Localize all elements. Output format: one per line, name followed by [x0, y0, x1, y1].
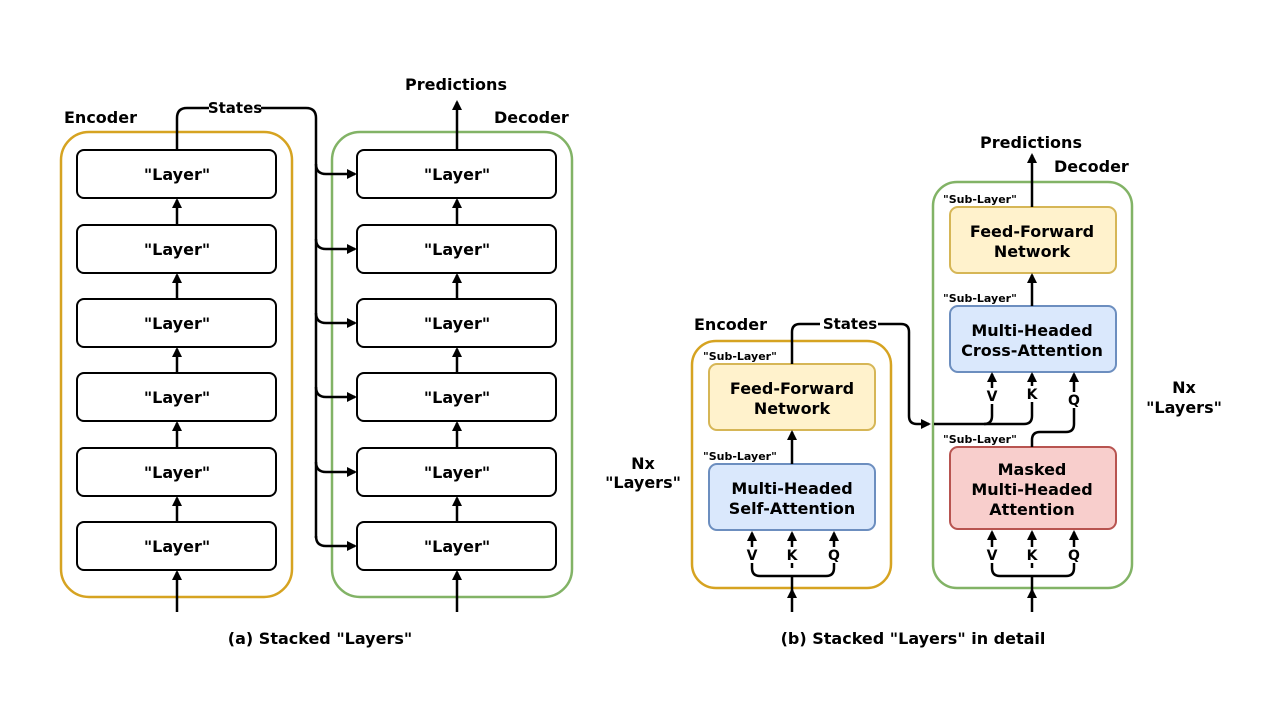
layer-label: "Layer": [144, 165, 210, 184]
v-label: V: [987, 548, 998, 564]
q-arrow: [1030, 372, 1079, 447]
v-label-bg: [983, 547, 1001, 563]
decoder-input-b: V K Q: [983, 530, 1083, 612]
layers-label-right: "Layers": [1146, 398, 1222, 417]
decoder-layers-a: [356, 149, 557, 571]
nx-label-right: Nx: [1172, 378, 1196, 397]
masked-attention-label: Multi-Headed: [971, 480, 1092, 499]
states-branch-arrow: [314, 163, 357, 179]
encoder-ffn-label: Network: [754, 399, 831, 418]
states-branch-arrow: [314, 461, 357, 477]
states-fan: [934, 412, 1034, 426]
nx-label-left: Nx: [631, 454, 655, 473]
encoder-label: Encoder: [64, 108, 137, 127]
q-label: Q: [1068, 548, 1080, 564]
layer-label: "Layer": [424, 388, 490, 407]
k-label-bg: [1023, 547, 1041, 563]
sublayer-tag: "Sub-Layer": [703, 450, 777, 463]
k-label: K: [1027, 548, 1039, 564]
states-branches-a: [314, 163, 357, 551]
layer-label: "Layer": [144, 388, 210, 407]
sublayer-tag: "Sub-Layer": [943, 193, 1017, 206]
q-label-bg: [1065, 547, 1083, 563]
states-label: States: [208, 99, 262, 117]
cross-attention-label: Cross-Attention: [961, 341, 1103, 360]
self-attention-label: Self-Attention: [729, 499, 856, 518]
encoder-ffn-label: Feed-Forward: [730, 379, 854, 398]
states-branch-arrow: [314, 312, 357, 328]
k-label: K: [787, 548, 799, 564]
layer-label: "Layer": [144, 463, 210, 482]
states-label-bg: [820, 316, 878, 332]
k-label-bg: [1023, 386, 1041, 402]
encoder-input-b: V K Q: [743, 531, 843, 612]
masked-attention-label: Attention: [989, 500, 1074, 519]
states-branch-arrow: [314, 535, 357, 551]
k-label: K: [1027, 387, 1039, 403]
states-connector-b: [790, 322, 931, 429]
predictions-label: Predictions: [405, 75, 507, 94]
layer-label: "Layer": [144, 314, 210, 333]
decoder-ffn-label: Network: [994, 242, 1071, 261]
panel-b: Feed-Forward Network Multi-Headed Self-A…: [605, 133, 1222, 648]
v-label-bg: [743, 547, 761, 563]
masked-attention-label: Masked: [998, 460, 1067, 479]
sublayer-tag: "Sub-Layer": [943, 433, 1017, 446]
q-label: Q: [828, 548, 840, 564]
states-branch-arrow: [314, 386, 357, 402]
caption-a: (a) Stacked "Layers": [228, 629, 412, 648]
layer-label: "Layer": [144, 240, 210, 259]
decoder-frame-a: [330, 130, 574, 599]
cross-attention-label: Multi-Headed: [971, 321, 1092, 340]
panel-a: "Layer" "Layer" "Layer" "Layer" "Layer" …: [59, 75, 574, 648]
layer-label: "Layer": [424, 463, 490, 482]
sublayer-tag: "Sub-Layer": [943, 292, 1017, 305]
states-fan: [983, 412, 994, 426]
states-label-bg: [209, 100, 261, 116]
layer-label: "Layer": [424, 537, 490, 556]
input-fan: [990, 567, 1076, 592]
decoder-label: Decoder: [1054, 157, 1129, 176]
cross-attention-inputs: V K Q: [934, 372, 1083, 447]
input-fan: [750, 567, 836, 592]
states-label: States: [823, 315, 877, 333]
q-label-bg: [1065, 392, 1083, 408]
decoder-ffn-label: Feed-Forward: [970, 222, 1094, 241]
q-label: Q: [1068, 393, 1080, 409]
encoder-label: Encoder: [694, 315, 767, 334]
layers-label-left: "Layers": [605, 473, 681, 492]
v-label-bg: [983, 388, 1001, 404]
v-label: V: [987, 389, 998, 405]
layer-label: "Layer": [424, 165, 490, 184]
layer-label: "Layer": [144, 537, 210, 556]
k-label-bg: [783, 547, 801, 563]
v-label: V: [747, 548, 758, 564]
layer-arrows-a: [172, 100, 462, 612]
layer-label: "Layer": [424, 240, 490, 259]
sublayer-tag: "Sub-Layer": [703, 350, 777, 363]
layer-label: "Layer": [424, 314, 490, 333]
caption-b: (b) Stacked "Layers" in detail: [781, 629, 1046, 648]
states-branch-arrow: [314, 238, 357, 254]
decoder-label: Decoder: [494, 108, 569, 127]
q-label-bg: [825, 547, 843, 563]
predictions-label: Predictions: [980, 133, 1082, 152]
self-attention-label: Multi-Headed: [731, 479, 852, 498]
